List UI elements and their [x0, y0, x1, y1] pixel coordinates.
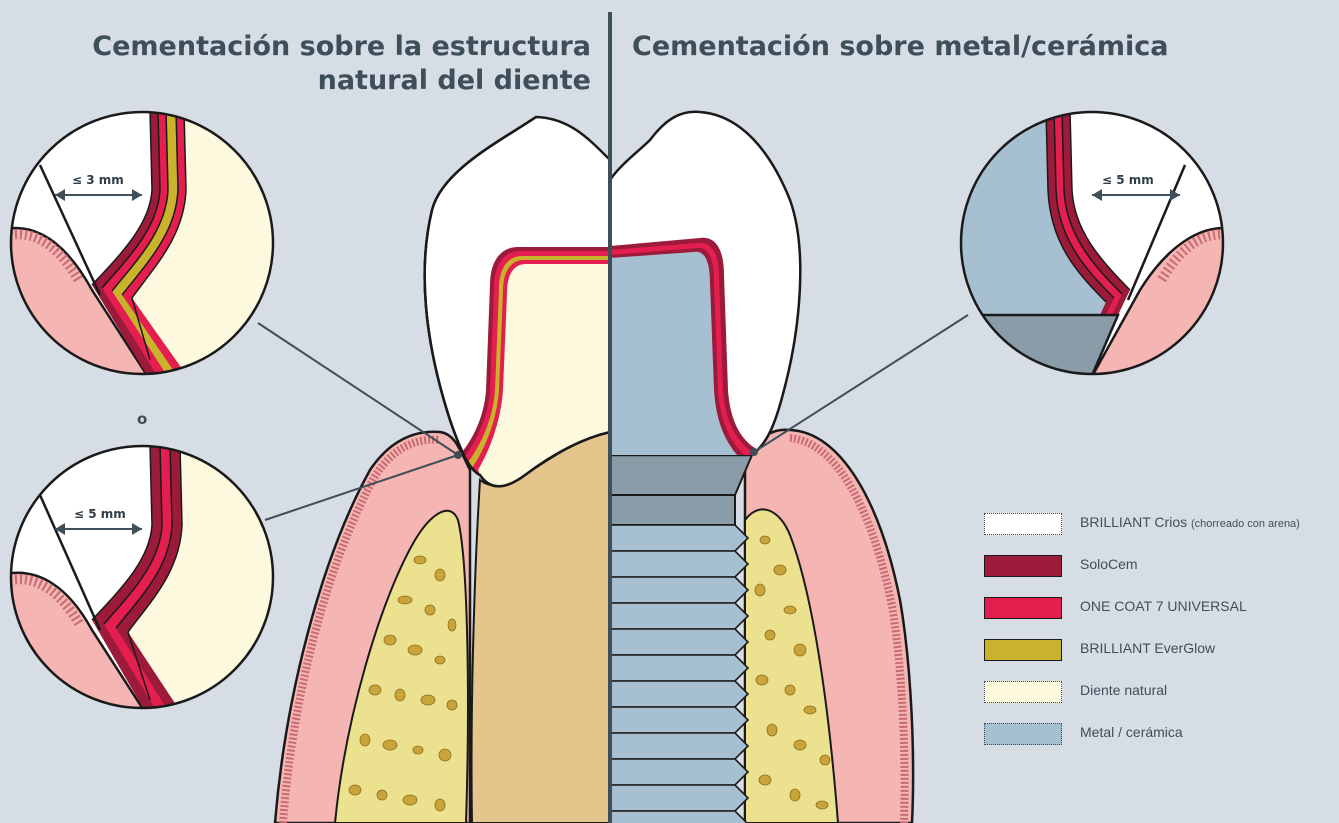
legend-label-brilliant-crios: BRILLIANT Crios: [1080, 514, 1188, 530]
leader-lines: [257, 314, 969, 521]
legend-item-one-coat: ONE COAT 7 UNIVERSAL: [984, 594, 1339, 620]
title-natural-tooth: Cementación sobre la estructura natural …: [92, 30, 591, 98]
legend-label-metal-ceramic: Metal / cerámica: [1080, 724, 1183, 740]
legend-swatch-one-coat: [984, 597, 1062, 619]
detail-circle-bottom-left: [9, 444, 275, 710]
legend-item-brilliant-crios: BRILLIANT Crios (chorreado con arena): [984, 510, 1339, 536]
bone-right: [744, 508, 840, 823]
legend-item-everglow: BRILLIANT EverGlow: [984, 636, 1339, 662]
legend-swatch-brilliant-crios: [984, 513, 1062, 535]
legend-label-one-coat: ONE COAT 7 UNIVERSAL: [1080, 598, 1247, 614]
pointer-dot-right: [750, 448, 758, 456]
legend-note-brilliant-crios: (chorreado con arena): [1191, 518, 1300, 530]
gum-edge-right: [789, 434, 909, 823]
title-natural-tooth-line1: Cementación sobre la estructura: [92, 31, 591, 62]
dimension-label-bottom-left: ≤ 5 mm: [74, 507, 126, 521]
legend-item-solocem: SoloCem: [984, 552, 1339, 578]
implant-threads: [609, 454, 754, 823]
title-metal-ceramic: Cementación sobre metal/cerámica: [632, 31, 1169, 62]
detail-circle-top-left: [9, 110, 275, 376]
detail-circle-right: [959, 110, 1225, 376]
title-natural-tooth-line2: natural del diente: [317, 65, 591, 96]
legend-item-metal-ceramic: Metal / cerámica: [984, 720, 1339, 746]
legend-label-everglow: BRILLIANT EverGlow: [1080, 640, 1216, 656]
legend-label-natural-tooth: Diente natural: [1080, 682, 1168, 698]
legend-swatch-solocem: [984, 555, 1062, 577]
bone-pores-left: [348, 555, 458, 812]
legend-swatch-everglow: [984, 639, 1062, 661]
legend-label-solocem: SoloCem: [1080, 556, 1138, 572]
legend-swatch-metal-ceramic: [984, 723, 1062, 745]
dimension-label-top-left: ≤ 3 mm: [72, 173, 124, 187]
bone-pores-right: [754, 535, 831, 810]
dimension-label-right: ≤ 5 mm: [1102, 173, 1154, 187]
gum-edge-left: [279, 435, 441, 823]
root-left: [470, 428, 611, 823]
pointer-dot-left: [454, 451, 462, 459]
legend-swatch-natural-tooth: [984, 681, 1062, 703]
legend-item-natural-tooth: Diente natural: [984, 678, 1339, 704]
or-label: o: [137, 410, 148, 428]
